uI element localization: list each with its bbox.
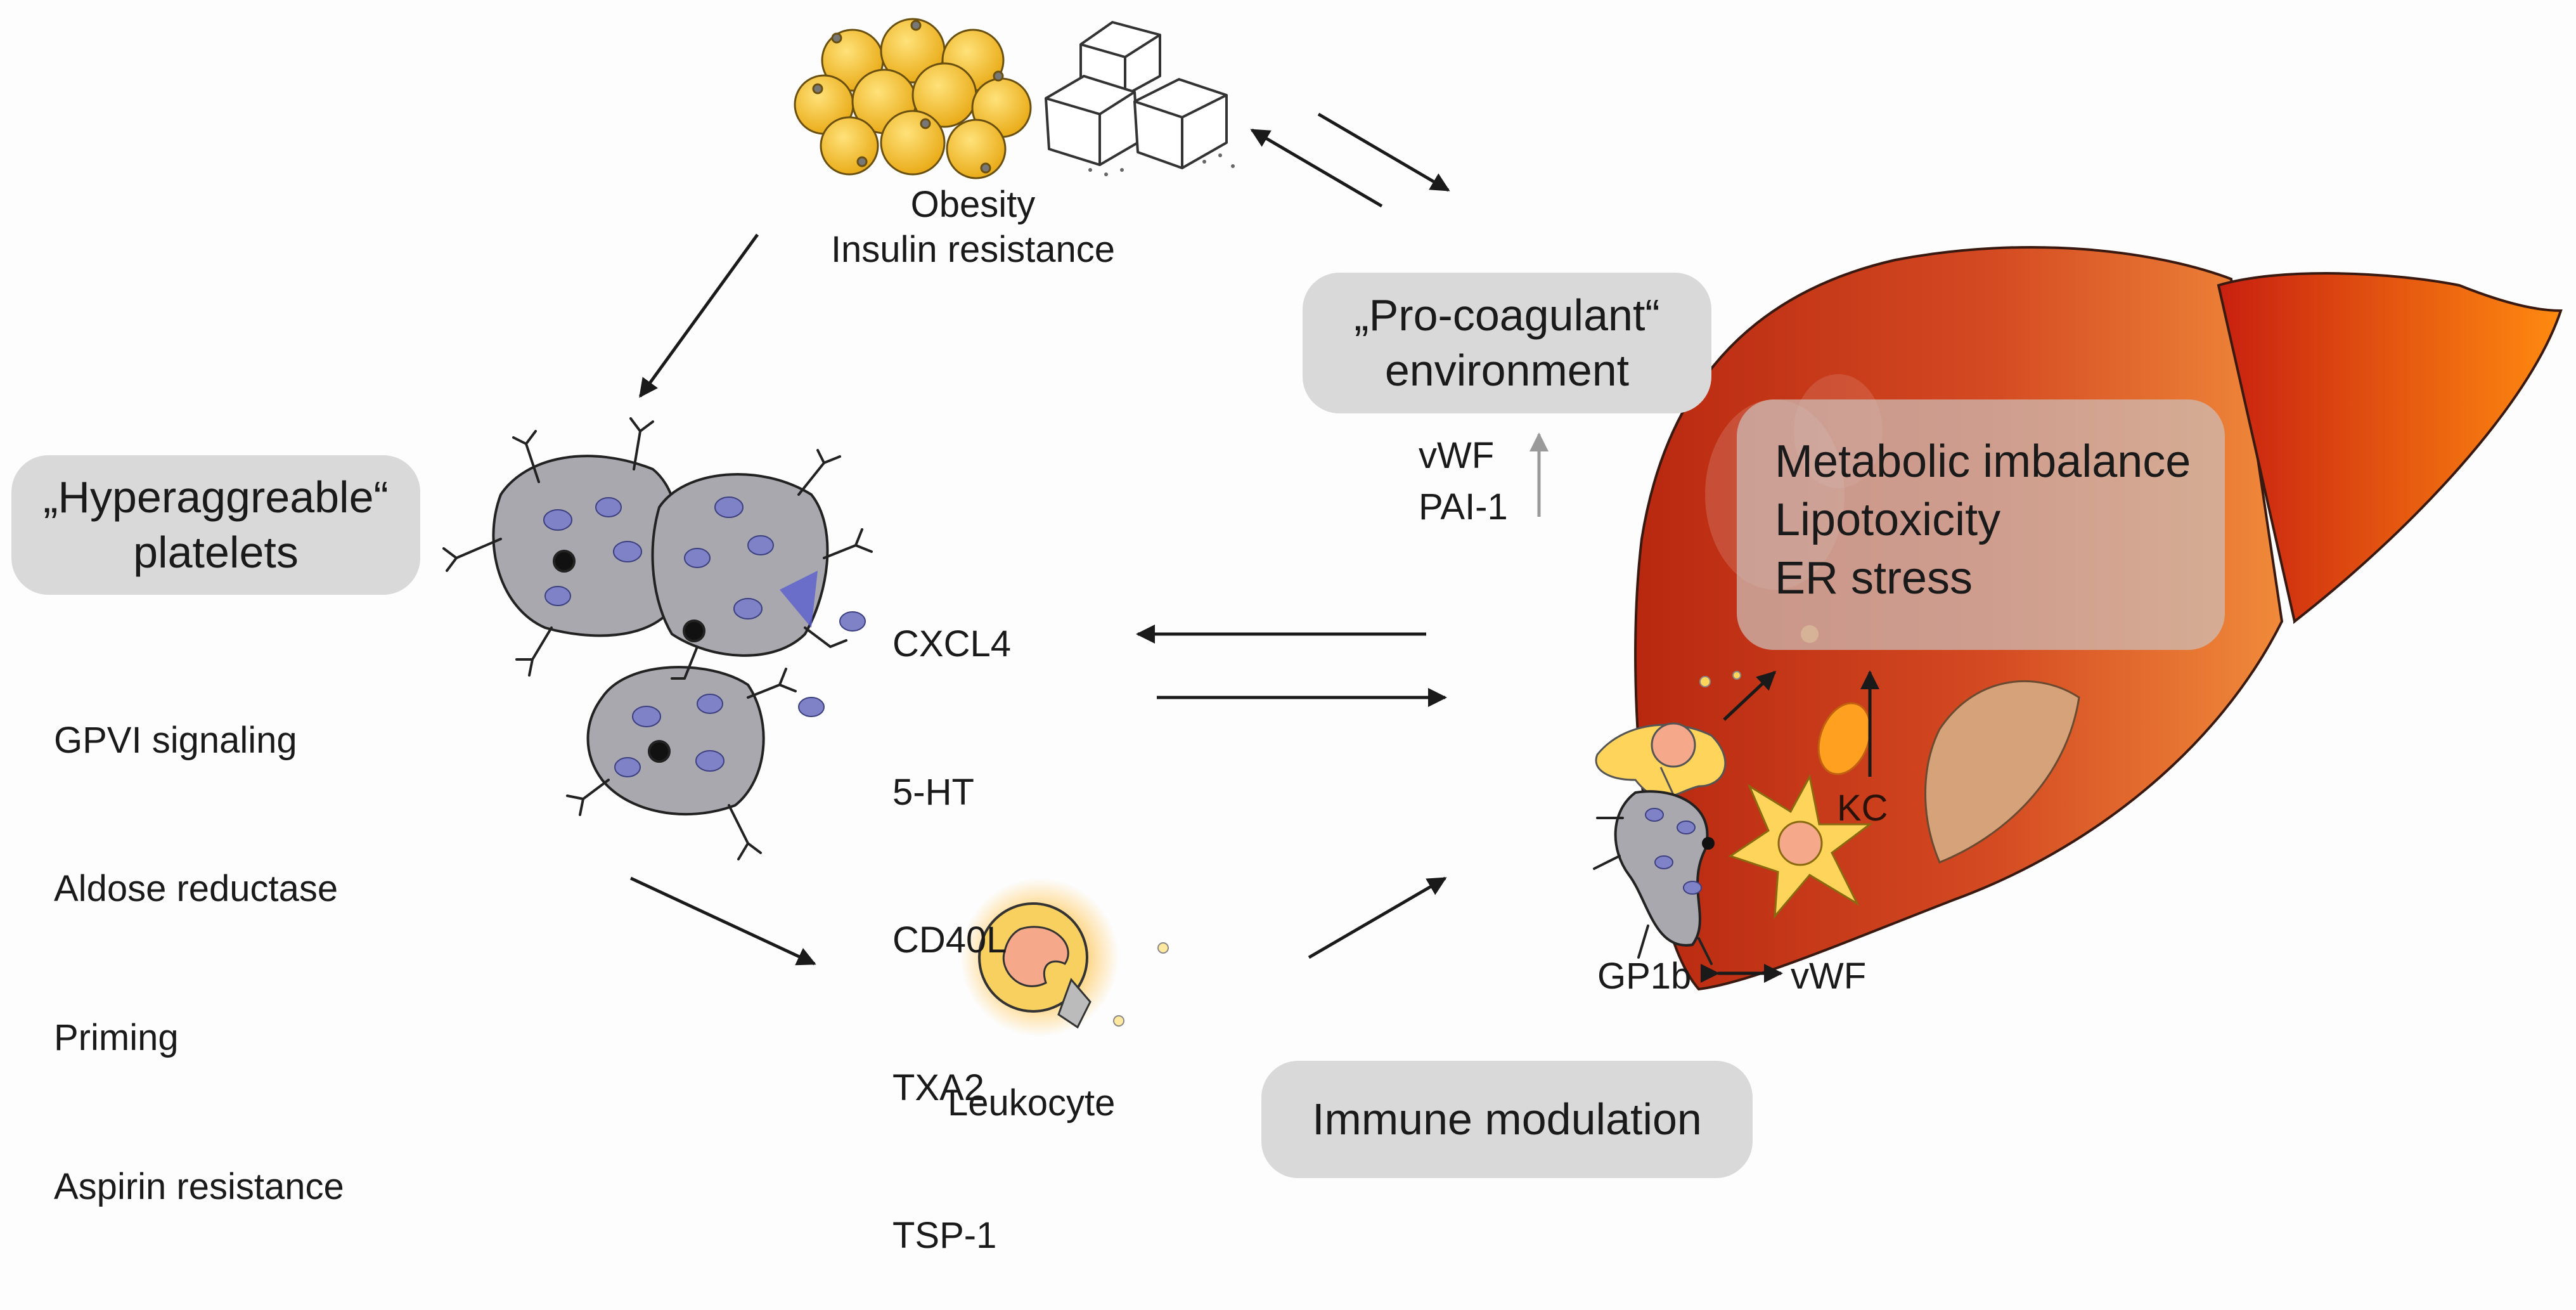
metabolic-line: Metabolic imbalance [1775,436,2191,487]
mediator-item: 5-HT [892,771,974,813]
mechanism-item: Priming [54,1017,179,1059]
arrow-top-to-liver [1317,112,1450,192]
arrow-top-to-platelets [638,233,759,398]
mediator-list: CXCL4 5-HT CD40L TXA2 TSP-1 [892,521,1011,1310]
arrow-cell-to-box [1723,670,1777,721]
arrow-leukocyte-to-liver [1308,876,1447,959]
arrow-platelets-to-leukocyte [629,876,816,966]
platelets-mechanism-list: GPVI signaling Aldose reductase Priming … [54,616,344,1262]
platelet-icon [442,417,873,860]
vwf-label: vWF [1791,956,1867,997]
adipocyte-cluster-icon [794,18,1032,179]
metabolic-line: ER stress [1775,553,1973,604]
metabolic-line: Lipotoxicity [1775,495,2001,546]
mechanism-item: Aspirin resistance [54,1166,344,1208]
mediator-item: TSP-1 [892,1215,997,1257]
gp1b-label: GP1b [1597,956,1692,997]
mediator-item: TXA2 [892,1067,985,1108]
mechanism-item: Aldose reductase [54,868,338,910]
sugar-cubes-icon [1045,21,1235,176]
coagulant-factors: vWF PAI-1 [1419,435,1508,528]
immune-modulation-pill: Immune modulation [1261,1061,1753,1178]
mediator-item: CXCL4 [892,623,1011,665]
arrow-liver-to-top [1250,128,1383,208]
kupffer-cell-icon [1593,671,1873,965]
obesity-label: Obesity Insulin resistance [830,184,1116,270]
mechanism-item: GPVI signaling [54,719,297,761]
mediator-item: CD40L [892,919,1007,961]
kc-label: KC [1837,788,1888,829]
metabolic-box: Metabolic imbalance Lipotoxicity ER stre… [1737,399,2225,650]
arrows [629,112,1879,983]
pro-coagulant-pill: „Pro-coagulant“ environment [1303,273,1711,413]
leukocyte-icon [960,878,1169,1037]
leukocyte-label: Leukocyte [948,1082,1116,1124]
platelets-pill: „Hyperaggreable“ platelets [11,455,420,595]
